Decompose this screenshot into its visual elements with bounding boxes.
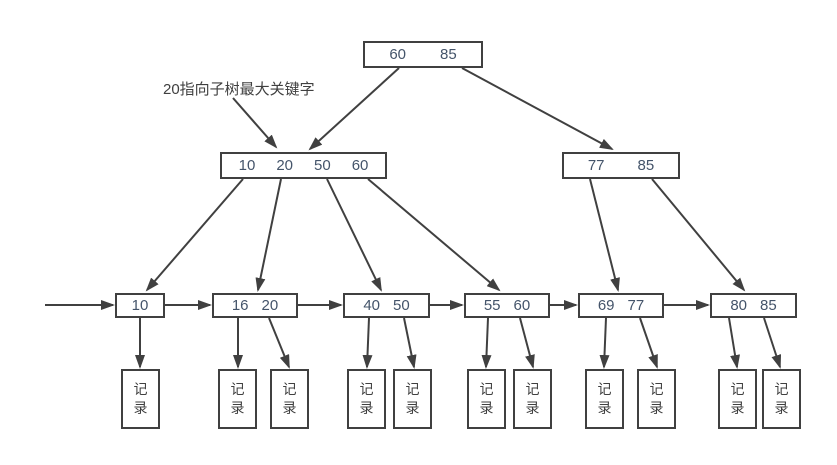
internal-node-left: 10 20 50 60 <box>220 152 387 179</box>
internal-key: 10 <box>238 157 256 174</box>
leaf-node: 55 60 <box>464 293 550 318</box>
internal-node-right: 77 85 <box>562 152 680 179</box>
annotation-arrow <box>232 97 278 149</box>
record-box: 记录 <box>121 369 160 429</box>
internal-key: 77 <box>587 157 605 174</box>
internal-key: 60 <box>351 157 369 174</box>
record-box: 记录 <box>585 369 624 429</box>
internal-key: 20 <box>276 157 293 174</box>
record-box: 记录 <box>513 369 552 429</box>
record-box: 记录 <box>637 369 676 429</box>
record-label: 记录 <box>649 381 664 416</box>
record-box: 记录 <box>270 369 309 429</box>
internal-key: 50 <box>314 157 331 174</box>
leaf-key: 10 <box>131 297 149 314</box>
leaf-node: 16 20 <box>212 293 298 318</box>
root-node: 60 85 <box>363 41 483 68</box>
leaf-node: 69 77 <box>578 293 664 318</box>
record-label: 记录 <box>133 381 148 416</box>
leaf-key: 69 <box>597 297 615 314</box>
leaf-to-record-arrows <box>135 317 782 369</box>
leaf-node: 40 50 <box>343 293 430 318</box>
record-label: 记录 <box>230 381 245 416</box>
leaf-key: 55 <box>483 297 501 314</box>
leaf-key: 77 <box>627 297 645 314</box>
leaf-key: 50 <box>393 297 410 314</box>
record-box: 记录 <box>393 369 432 429</box>
record-box: 记录 <box>347 369 386 429</box>
record-label: 记录 <box>405 381 420 416</box>
record-box: 记录 <box>218 369 257 429</box>
record-label: 记录 <box>597 381 612 416</box>
record-box: 记录 <box>762 369 801 429</box>
leaf-node: 80 85 <box>710 293 797 318</box>
leaf-node: 10 <box>115 293 165 318</box>
leaf-key: 85 <box>760 297 777 314</box>
record-label: 记录 <box>479 381 494 416</box>
record-box: 记录 <box>467 369 506 429</box>
root-to-internal-arrows <box>308 67 614 151</box>
record-label: 记录 <box>525 381 540 416</box>
record-label: 记录 <box>282 381 297 416</box>
leaf-key: 60 <box>513 297 531 314</box>
record-label: 记录 <box>774 381 789 416</box>
record-label: 记录 <box>359 381 374 416</box>
annotation-label: 20指向子树最大关键字 <box>163 81 315 98</box>
internal-to-leaf-arrows <box>145 178 746 292</box>
internal-key: 85 <box>637 157 655 174</box>
leaf-key: 16 <box>231 297 249 314</box>
root-key: 85 <box>440 46 457 63</box>
leaf-key: 40 <box>363 297 380 314</box>
root-key: 60 <box>389 46 406 63</box>
leaf-key: 80 <box>730 297 747 314</box>
leaf-key: 20 <box>261 297 279 314</box>
record-box: 记录 <box>718 369 757 429</box>
record-label: 记录 <box>730 381 745 416</box>
